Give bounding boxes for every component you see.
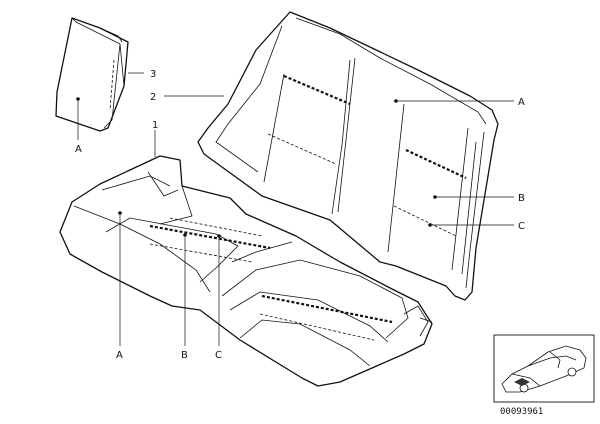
leader-lines [77, 72, 514, 346]
callout-1[interactable]: 1 [152, 120, 158, 131]
callout-b-backrest[interactable]: B [518, 193, 525, 204]
vehicle-thumbnail[interactable] [493, 334, 595, 403]
car-icon [501, 345, 587, 393]
part-number: 00093961 [500, 407, 543, 417]
callout-c-backrest[interactable]: C [518, 221, 525, 232]
backrest-part-2[interactable] [197, 11, 499, 301]
seat-cushion-part-1[interactable] [59, 155, 433, 387]
callout-a-backrest[interactable]: A [518, 97, 525, 108]
callout-b-seat[interactable]: B [181, 350, 188, 361]
callout-c-seat[interactable]: C [215, 350, 222, 361]
callout-3[interactable]: 3 [150, 69, 156, 80]
callout-a-headrest[interactable]: A [75, 144, 82, 155]
callout-a-seat[interactable]: A [116, 350, 123, 361]
side-cushion-part-3[interactable] [55, 17, 129, 132]
callout-2[interactable]: 2 [150, 92, 156, 103]
